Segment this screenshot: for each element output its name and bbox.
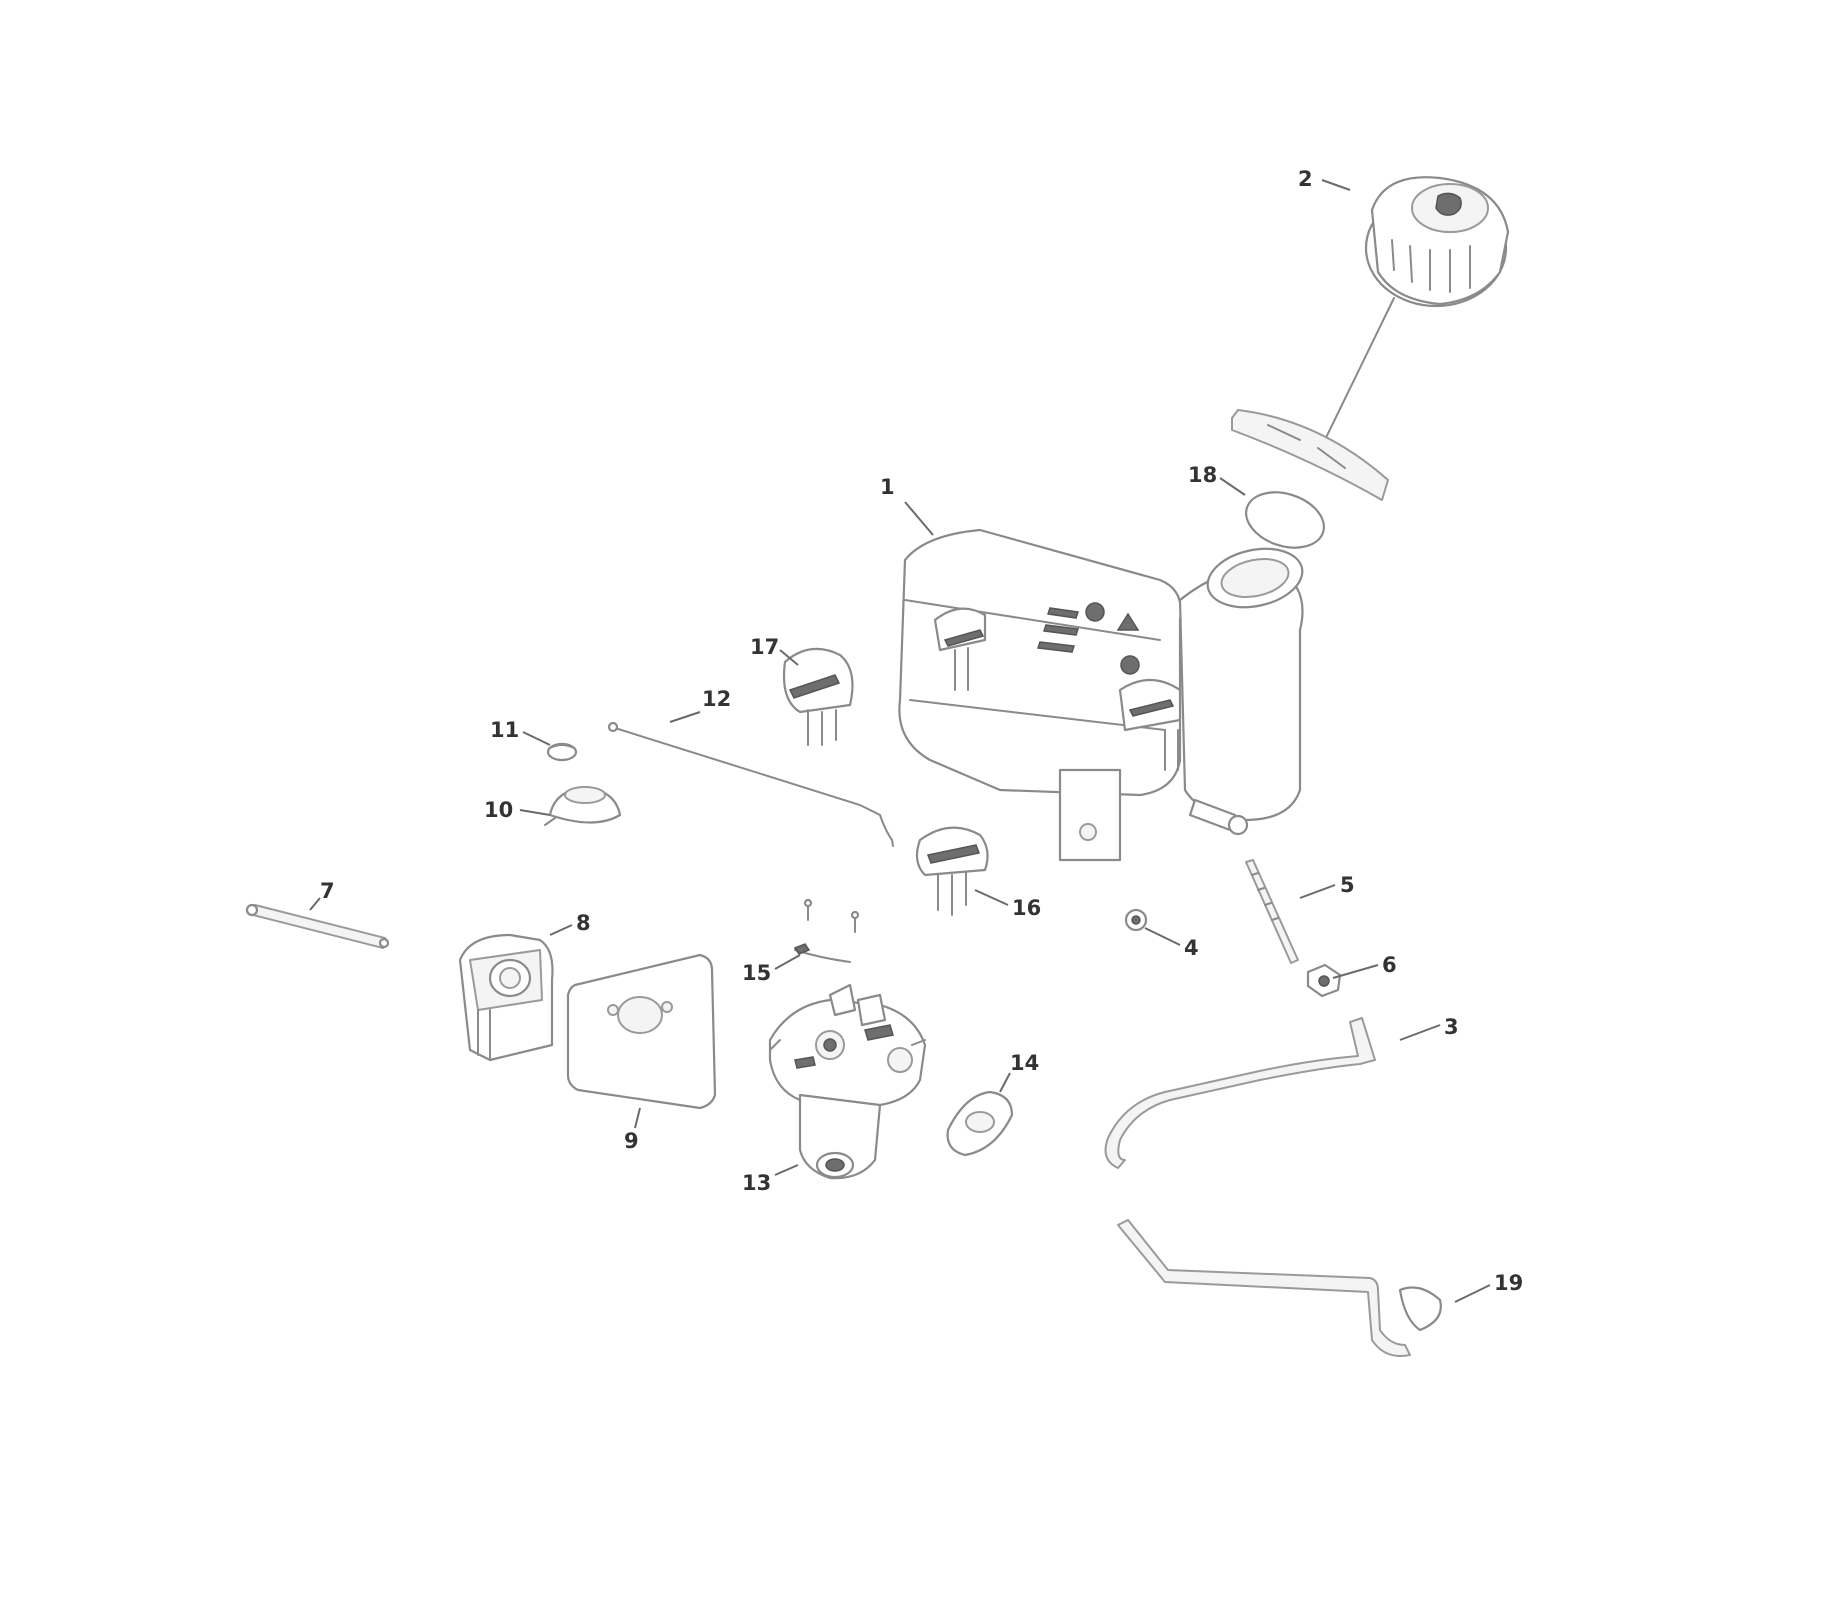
nut — [1306, 963, 1342, 998]
carb-gasket — [566, 953, 717, 1110]
callout-12: 12 — [702, 687, 731, 711]
callout-1: 1 — [880, 475, 895, 499]
carb-stud — [245, 903, 390, 949]
callout-15: 15 — [742, 961, 771, 985]
spring-clip — [546, 742, 578, 762]
callout-18: 18 — [1188, 463, 1217, 487]
tank-bushing — [782, 647, 854, 746]
callout-9: 9 — [624, 1129, 639, 1153]
bolt — [1124, 908, 1148, 932]
callout-3: 3 — [1444, 1015, 1459, 1039]
callout-11: 11 — [490, 718, 519, 742]
bowl-gasket — [946, 1090, 1014, 1157]
callout-6: 6 — [1382, 953, 1397, 977]
screw — [1245, 859, 1299, 964]
callout-19: 19 — [1494, 1271, 1523, 1295]
callout-14: 14 — [1010, 1051, 1039, 1075]
callout-8: 8 — [576, 911, 591, 935]
callout-labels: 1 2 3 4 5 6 7 8 9 10 11 12 13 14 15 16 1… — [320, 167, 1523, 1295]
fuel-tank — [898, 528, 1304, 862]
fuel-line-fitting — [1398, 1286, 1442, 1332]
small-pins — [793, 898, 860, 963]
cap-tether — [1319, 297, 1395, 451]
callout-5: 5 — [1340, 873, 1355, 897]
callout-17: 17 — [750, 635, 779, 659]
fuel-line-lower — [1117, 1219, 1411, 1357]
callout-4: 4 — [1184, 936, 1199, 960]
callout-10: 10 — [484, 798, 513, 822]
o-ring — [1245, 491, 1325, 549]
leader-lines — [309, 179, 1491, 1303]
governor-link — [614, 727, 894, 847]
callout-2: 2 — [1298, 167, 1313, 191]
carburetor — [768, 983, 927, 1180]
callout-16: 16 — [1012, 896, 1041, 920]
fuel-line — [1104, 1017, 1376, 1169]
callout-7: 7 — [320, 879, 335, 903]
primer-bulb — [544, 786, 622, 826]
cap-retainer — [1231, 409, 1389, 501]
tank-bushing-lower — [915, 826, 989, 916]
fuel-cap — [1364, 176, 1510, 308]
insulator-block — [458, 933, 554, 1062]
callout-13: 13 — [742, 1171, 771, 1195]
